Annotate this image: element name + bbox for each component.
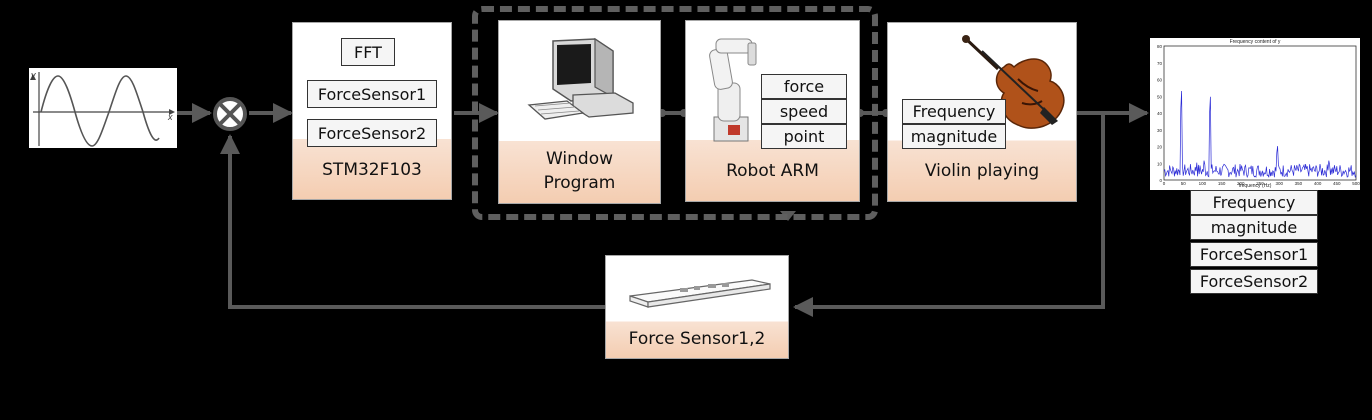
x-tick-label: 450 — [1333, 181, 1341, 186]
x-tick-label: 150 — [1218, 181, 1226, 186]
y-tick-label: 0 — [1159, 178, 1162, 183]
x-tick-label: 100 — [1199, 181, 1207, 186]
plot-frame — [1163, 45, 1357, 181]
violin-name: Violin playing — [924, 161, 1040, 181]
violin-item-magnitude: magnitude — [902, 124, 1006, 149]
violin-image — [962, 35, 1065, 129]
output-item-forcesensor1: ForceSensor1 — [1190, 242, 1318, 267]
window-program-block: Window Program — [498, 20, 661, 204]
plot-title: Frequency content of y — [1229, 39, 1281, 45]
force-sensor-image — [629, 279, 771, 308]
y-tick-label: 20 — [1157, 145, 1163, 150]
y-tick-label: 40 — [1157, 111, 1163, 116]
y-tick-label: 70 — [1157, 61, 1163, 66]
force-sensor-block: Force Sensor1,2 — [605, 255, 789, 359]
y-tick-label: 10 — [1157, 161, 1163, 166]
robot-item-force: force — [761, 74, 847, 99]
wire-feedback-to-sensor — [793, 113, 1105, 317]
output-item-forcesensor2: ForceSensor2 — [1190, 269, 1318, 294]
output-item-magnitude: magnitude — [1190, 215, 1318, 240]
x-tick-label: 50 — [1181, 181, 1187, 186]
violin-block: Frequency magnitude Violin playing — [887, 22, 1077, 202]
y-tick-label: 50 — [1157, 94, 1163, 99]
dashed-group-border — [472, 6, 878, 220]
desktop-computer-icon — [527, 37, 634, 120]
controller-block: FFT ForceSensor1 ForceSensor2 STM32F103 — [292, 22, 452, 200]
wire-sensor-to-sum — [220, 134, 605, 309]
sine-wave-graph: y x — [30, 70, 175, 147]
x-tick-label: 200 — [1237, 181, 1245, 186]
robot-item-speed: speed — [761, 99, 847, 124]
x-axis-label: x — [167, 112, 173, 122]
y-tick-label: 80 — [1157, 44, 1163, 49]
window-program-name-line2: Program — [543, 173, 616, 193]
x-tick-label: 0 — [1163, 181, 1166, 186]
output-item-frequency: Frequency — [1190, 190, 1318, 215]
x-tick-label: 250 — [1256, 181, 1264, 186]
x-tick-label: 500 — [1352, 181, 1360, 186]
robot-arm-name: Robot ARM — [726, 161, 819, 181]
force-sensor-name: Force Sensor1,2 — [628, 329, 766, 349]
input-sine-signal: y x — [29, 68, 177, 148]
controller-item-forcesensor1: ForceSensor1 — [307, 80, 437, 108]
y-axis-label: y — [30, 70, 36, 80]
x-tick-label: 400 — [1314, 181, 1322, 186]
controller-item-fft: FFT — [341, 38, 395, 66]
robot-item-point: point — [761, 124, 847, 149]
plot-xlabel: frequency (Hz) — [1238, 183, 1272, 189]
window-program-name: Window Program — [499, 141, 660, 203]
y-tick-label: 30 — [1157, 128, 1163, 133]
x-tick-label: 350 — [1295, 181, 1303, 186]
controller-item-forcesensor2: ForceSensor2 — [307, 119, 437, 147]
window-program-name-line1: Window — [545, 149, 614, 169]
y-tick-label: 60 — [1157, 78, 1163, 83]
violin-item-frequency: Frequency — [902, 99, 1006, 124]
robot-arm-image — [709, 38, 757, 142]
robot-arm-block: force speed point Robot ARM — [685, 20, 860, 202]
x-tick-label: 300 — [1275, 181, 1283, 186]
spectrum-trace — [1163, 90, 1357, 179]
summing-junction-icon — [213, 97, 247, 131]
controller-name: STM32F103 — [322, 160, 422, 180]
